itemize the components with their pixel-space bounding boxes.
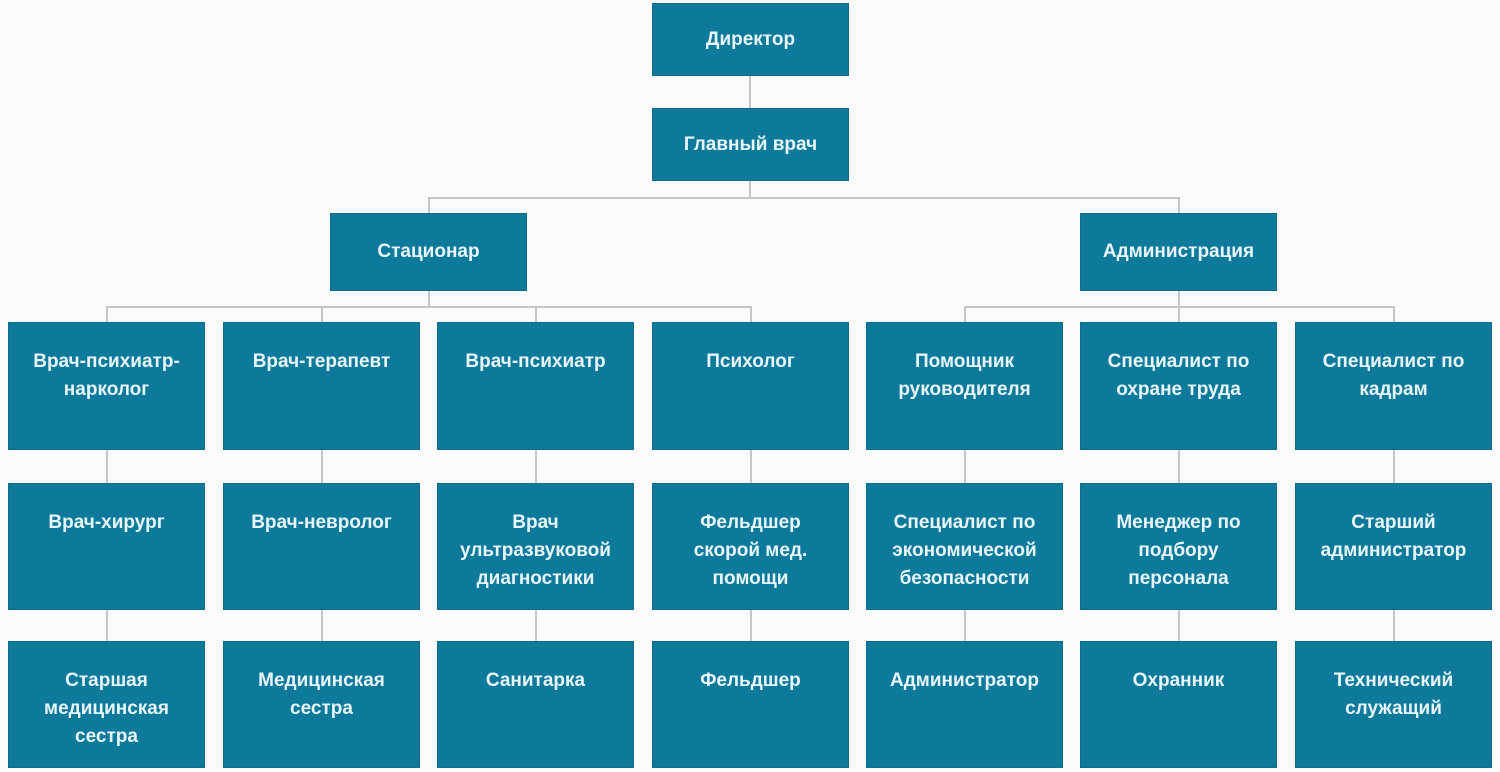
connector-c5-r2-r3 <box>964 610 966 641</box>
connector-chief-stub <box>749 181 751 198</box>
connector-c1-r1-r2 <box>106 450 108 483</box>
connector-administration-stub <box>1178 291 1180 307</box>
org-node-c2-r3: Медицинская сестра <box>223 641 420 768</box>
connector-c2-r2-r3 <box>321 610 323 641</box>
org-node-c3-r2: Врач ультразвуковой диагностики <box>437 483 634 610</box>
connector-c6-r1-r2 <box>1178 450 1180 483</box>
connector-c7-r1-r2 <box>1393 450 1395 483</box>
connector-c4-r2-r3 <box>750 610 752 641</box>
org-node-c3-r3: Санитарка <box>437 641 634 768</box>
connector-administration-hbar <box>964 306 1395 308</box>
connector-c3-r1-r2 <box>535 450 537 483</box>
connector-inpatient-stub <box>428 291 430 307</box>
connector-c7-r2-r3 <box>1393 610 1395 641</box>
org-node-c2-r1: Врач-терапевт <box>223 322 420 450</box>
connector-director-chief <box>749 76 751 108</box>
org-node-director: Директор <box>652 3 849 76</box>
connector-drop-administration <box>1178 199 1180 213</box>
org-node-c5-r1: Помощник руководителя <box>866 322 1063 450</box>
org-node-inpatient-branch: Стационар <box>330 213 527 291</box>
org-node-c4-r2: Фельдшер скорой мед. помощи <box>652 483 849 610</box>
org-node-c1-r2: Врач-хирург <box>8 483 205 610</box>
org-node-c2-r2: Врач-невролог <box>223 483 420 610</box>
connector-branches-hbar <box>428 197 1180 199</box>
org-node-c4-r3: Фельдшер <box>652 641 849 768</box>
org-node-c1-r3: Старшая медицинская сестра <box>8 641 205 768</box>
org-node-c7-r2: Старший администратор <box>1295 483 1492 610</box>
org-node-administration-branch: Администрация <box>1080 213 1277 291</box>
org-node-c6-r1: Специалист по охране труда <box>1080 322 1277 450</box>
org-node-c5-r3: Администратор <box>866 641 1063 768</box>
connector-drop-c2 <box>321 308 323 322</box>
org-node-c1-r1: Врач-психиатр-нарколог <box>8 322 205 450</box>
org-node-c3-r1: Врач-психиатр <box>437 322 634 450</box>
connector-drop-c6 <box>1178 308 1180 322</box>
connector-drop-c5 <box>964 308 966 322</box>
org-node-c7-r1: Специалист по кадрам <box>1295 322 1492 450</box>
connector-c5-r1-r2 <box>964 450 966 483</box>
connector-drop-c7 <box>1393 308 1395 322</box>
connector-c4-r1-r2 <box>750 450 752 483</box>
connector-c6-r2-r3 <box>1178 610 1180 641</box>
connector-drop-c3 <box>535 308 537 322</box>
connector-c2-r1-r2 <box>321 450 323 483</box>
org-node-chief-physician: Главный врач <box>652 108 849 181</box>
org-node-c5-r2: Специалист по экономической безопасности <box>866 483 1063 610</box>
org-node-c6-r2: Менеджер по подбору персонала <box>1080 483 1277 610</box>
org-node-c7-r3: Технический служащий <box>1295 641 1492 768</box>
org-node-c4-r1: Психолог <box>652 322 849 450</box>
connector-drop-inpatient <box>428 199 430 213</box>
connector-inpatient-hbar <box>106 306 752 308</box>
connector-drop-c4 <box>750 308 752 322</box>
org-node-c6-r3: Охранник <box>1080 641 1277 768</box>
connector-c3-r2-r3 <box>535 610 537 641</box>
connector-drop-c1 <box>106 308 108 322</box>
connector-c1-r2-r3 <box>106 610 108 641</box>
